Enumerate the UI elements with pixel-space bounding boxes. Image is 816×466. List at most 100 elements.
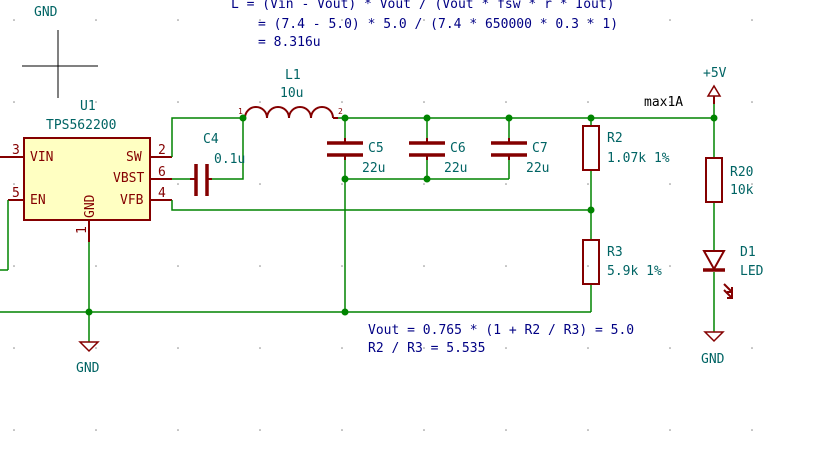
gnd-symbol-left: GND: [76, 341, 100, 376]
grid-dot: [751, 347, 753, 349]
grid-dot: [259, 265, 261, 267]
grid-dot: [669, 101, 671, 103]
l1-pin-1: 1: [238, 107, 243, 116]
grid-dot: [587, 101, 589, 103]
grid-dot: [177, 347, 179, 349]
ground-icon: [78, 341, 100, 353]
u1-pin-sw: SW: [126, 150, 142, 165]
junction-dot: [341, 175, 349, 183]
inductor-formula: L = (Vin - Vout) * Vout / (Vout * fsw * …: [231, 0, 618, 50]
junction-dot: [341, 114, 349, 122]
u1-pin-num-5: 5: [12, 186, 20, 201]
grid-dot: [751, 101, 753, 103]
c5-value: 22u: [362, 161, 385, 176]
grid-dot: [13, 101, 15, 103]
junction-dot: [341, 308, 349, 316]
l1-ref: L1: [285, 68, 301, 83]
capacitor-c7[interactable]: C7 22u: [491, 138, 549, 176]
ic-u1[interactable]: U1 TPS562200 VIN EN SW VBST VFB GND 3 5 …: [0, 99, 172, 242]
resistor-r20[interactable]: R20 10k: [705, 157, 754, 203]
formula-line-1: L = (Vin - Vout) * Vout / (Vout * fsw * …: [231, 0, 615, 12]
r20-value: 10k: [730, 183, 754, 198]
junction-dot: [423, 114, 431, 122]
u1-pin-vbst: VBST: [113, 171, 144, 186]
u1-pin-num-1: 1: [75, 226, 90, 234]
vout-note: Vout = 0.765 * (1 + R2 / R3) = 5.0 R2 / …: [368, 323, 634, 356]
grid-dot: [13, 183, 15, 185]
r20-ref: R20: [730, 165, 753, 180]
grid-dot: [751, 183, 753, 185]
gnd-symbol-right: GND: [701, 331, 725, 367]
grid-dots: [13, 19, 753, 431]
vout-note-line-2: R2 / R3 = 5.535: [368, 341, 485, 356]
grid-dot: [95, 429, 97, 431]
capacitor-c5[interactable]: C5 22u: [327, 138, 385, 176]
grid-dot: [95, 265, 97, 267]
grid-dot: [259, 347, 261, 349]
grid-dot: [13, 429, 15, 431]
u1-pin-num-2: 2: [158, 143, 166, 158]
grid-dot: [423, 429, 425, 431]
grid-dot: [505, 19, 507, 21]
r3-value: 5.9k 1%: [607, 264, 662, 279]
resistor-r2[interactable]: R2 1.07k 1%: [582, 125, 670, 171]
grid-dot: [13, 347, 15, 349]
grid-dot: [341, 19, 343, 21]
grid-dot: [341, 183, 343, 185]
led-d1[interactable]: D1 LED: [702, 245, 764, 299]
grid-dot: [505, 347, 507, 349]
junction-dot: [239, 114, 247, 122]
u1-value: TPS562200: [46, 118, 116, 133]
grid-dot: [587, 19, 589, 21]
capacitor-c6[interactable]: C6 22u: [409, 138, 467, 176]
grid-dot: [587, 429, 589, 431]
c7-value: 22u: [526, 161, 549, 176]
wires: [0, 104, 715, 342]
grid-dot: [587, 265, 589, 267]
grid-dot: [177, 429, 179, 431]
grid-dot: [423, 265, 425, 267]
plus5v-label: +5V: [703, 66, 727, 81]
grid-dot: [95, 101, 97, 103]
grid-dot: [505, 101, 507, 103]
u1-pin-vfb: VFB: [120, 193, 144, 208]
gnd-crosshair-topleft: GND: [22, 5, 98, 98]
u1-pin-num-6: 6: [158, 165, 166, 180]
junction-dot: [423, 175, 431, 183]
led-triangle: [702, 250, 726, 272]
junction-dot: [587, 114, 595, 122]
grid-dot: [341, 429, 343, 431]
grid-dot: [751, 19, 753, 21]
u1-ref: U1: [80, 99, 96, 114]
junction-dot: [710, 114, 718, 122]
gnd-label-topleft: GND: [34, 5, 58, 20]
grid-dot: [505, 429, 507, 431]
grid-dot: [751, 429, 753, 431]
grid-dot: [13, 265, 15, 267]
grid-dot: [177, 265, 179, 267]
capacitor-c4[interactable]: C4 0.1u: [190, 132, 245, 196]
c6-value: 22u: [444, 161, 467, 176]
inductor-l1[interactable]: L1 10u 1 2: [238, 68, 343, 119]
grid-dot: [259, 429, 261, 431]
c4-value: 0.1u: [214, 152, 245, 167]
l1-pin-2: 2: [338, 107, 343, 116]
junction-dot: [505, 114, 513, 122]
r2-ref: R2: [607, 131, 623, 146]
ground-icon: [703, 331, 725, 343]
grid-dot: [587, 183, 589, 185]
resistor-r3[interactable]: R3 5.9k 1%: [582, 239, 662, 285]
junction-dot: [85, 308, 93, 316]
grid-dot: [177, 183, 179, 185]
grid-dot: [505, 265, 507, 267]
grid-dot: [669, 183, 671, 185]
formula-line-2: = (7.4 - 5.0) * 5.0 / (7.4 * 650000 * 0.…: [258, 17, 618, 32]
r2-value: 1.07k 1%: [607, 151, 670, 166]
u1-pin-gnd: GND: [83, 194, 98, 218]
u1-body: [23, 137, 151, 221]
d1-value: LED: [740, 264, 764, 279]
gnd-label-left: GND: [76, 361, 100, 376]
junction-dot: [587, 206, 595, 214]
u1-pin-en: EN: [30, 193, 46, 208]
grid-dot: [669, 347, 671, 349]
